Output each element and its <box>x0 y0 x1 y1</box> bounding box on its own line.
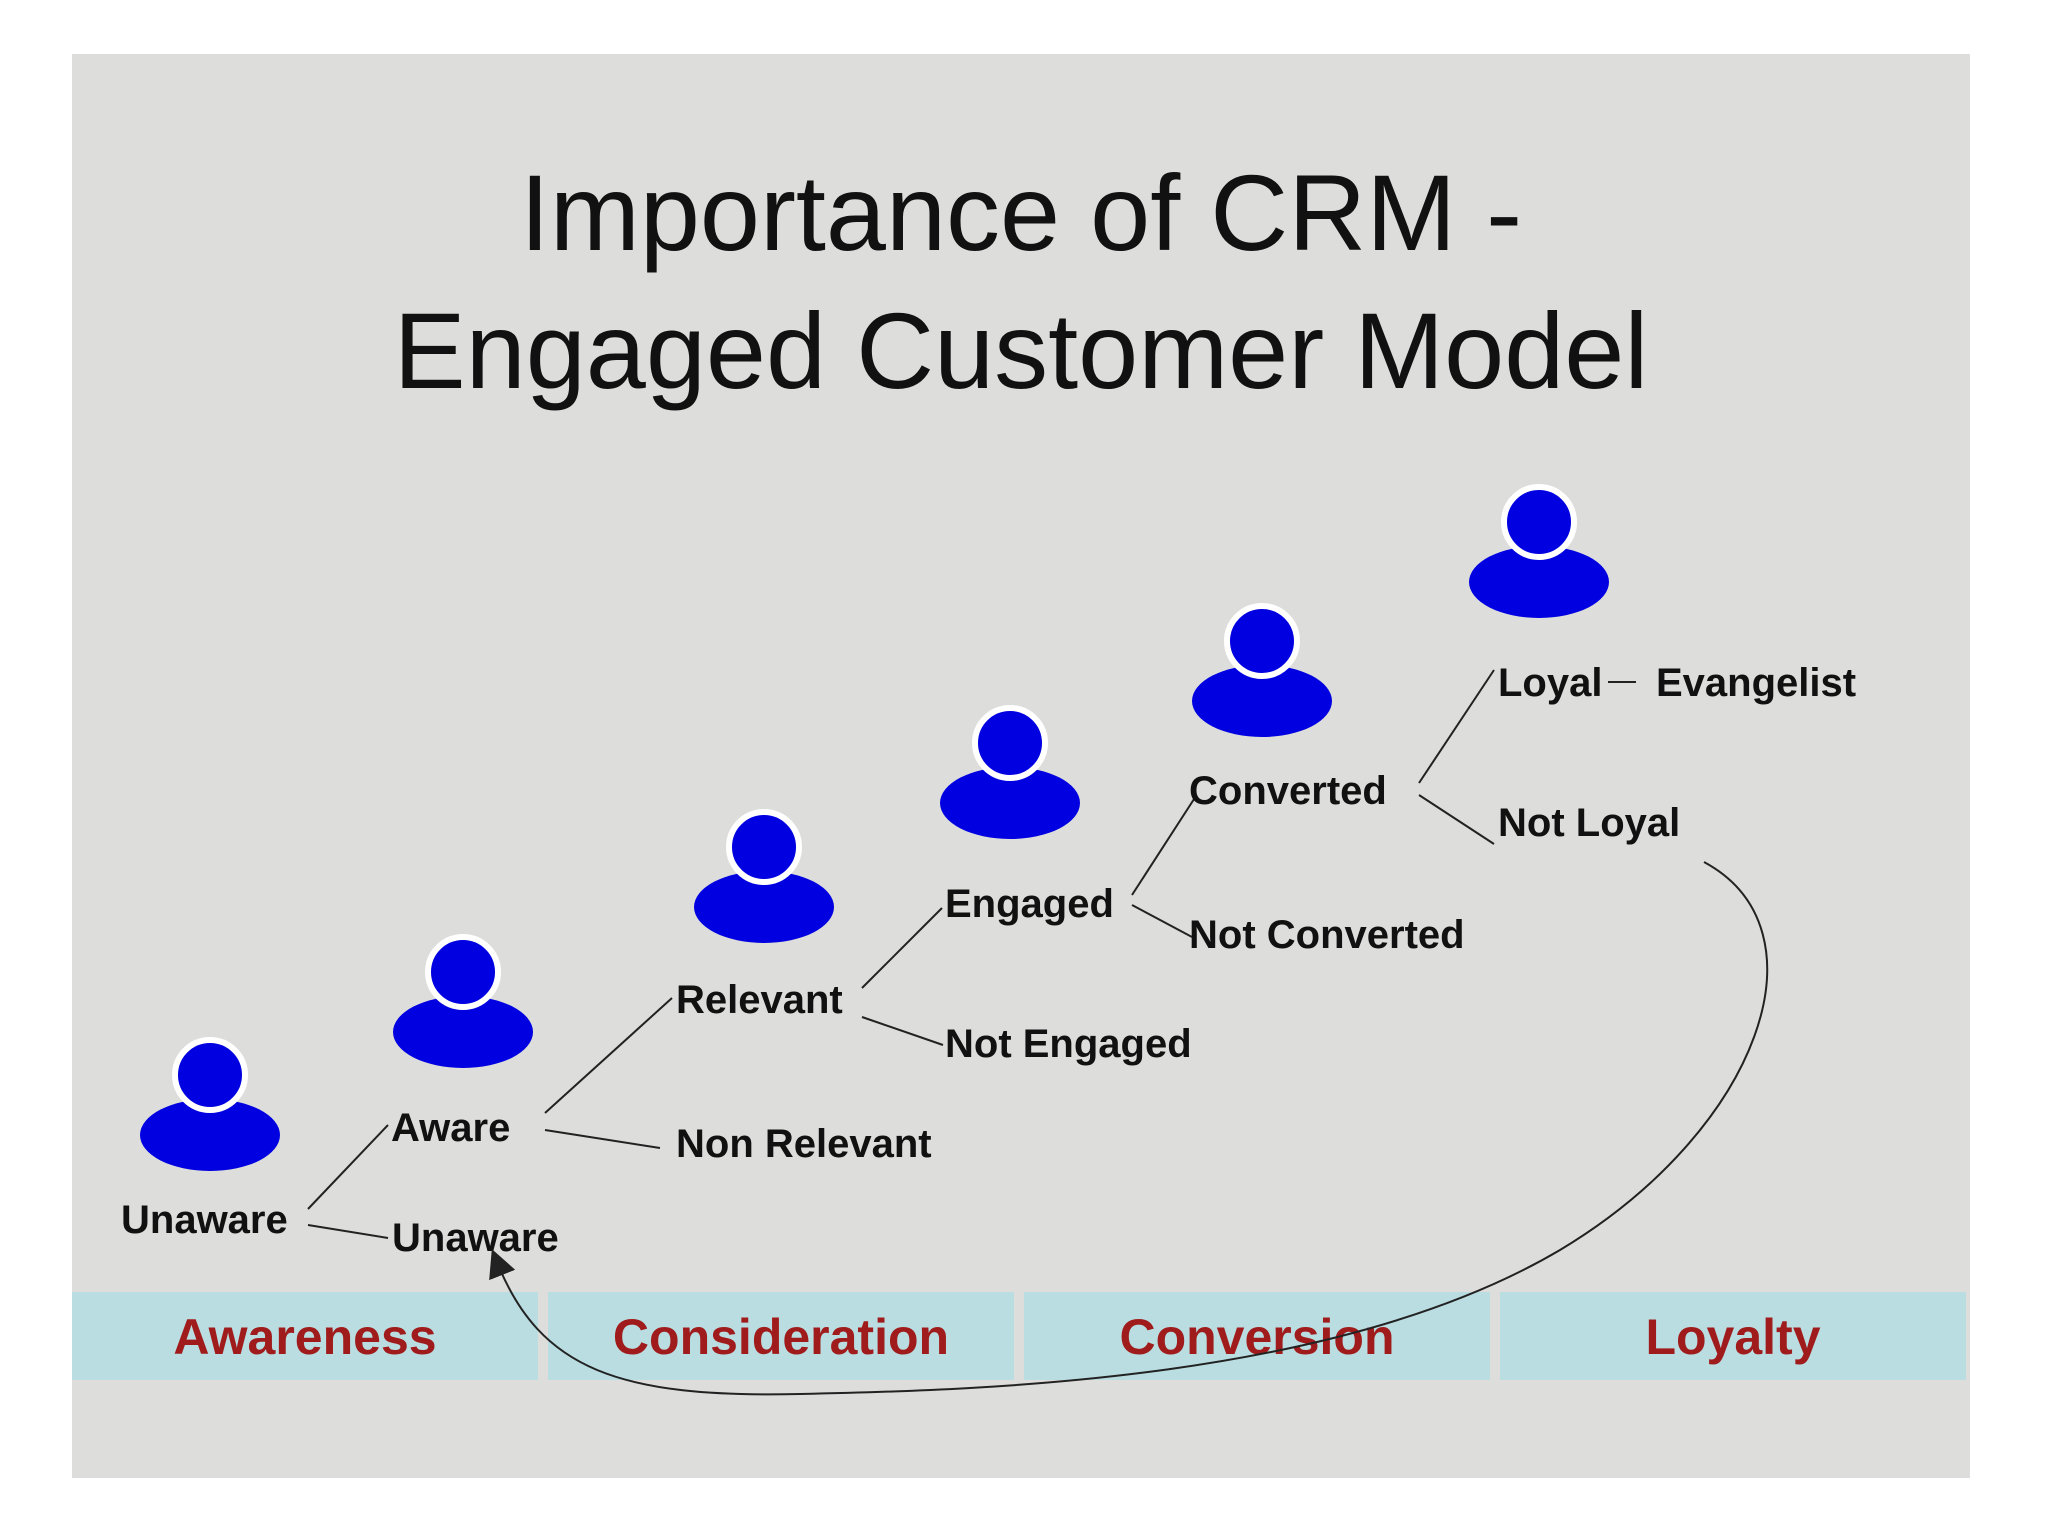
person-icon <box>940 708 1080 839</box>
stage-cell-consideration <box>548 1292 1014 1380</box>
stage-cell-awareness <box>72 1292 538 1380</box>
node-aware: Aware <box>391 1106 510 1150</box>
node-engaged: Engaged <box>945 882 1114 926</box>
node-unaware-root: Unaware <box>121 1198 288 1242</box>
person-icon <box>140 1040 280 1171</box>
connector-line <box>544 1129 661 1149</box>
person-icon <box>393 937 533 1068</box>
node-not-loyal: Not Loyal <box>1498 801 1680 845</box>
connector-line <box>1418 669 1495 784</box>
stage-consideration: Consideration <box>613 1309 949 1365</box>
node-unaware-branch: Unaware <box>392 1216 559 1260</box>
connector-line <box>307 1224 389 1239</box>
slide-title: Importance of CRM - Engaged Customer Mod… <box>72 144 1970 420</box>
feedback-loop-arrow <box>489 861 1768 1396</box>
node-non-relevant: Non Relevant <box>676 1122 932 1166</box>
connector-line <box>1131 795 1197 896</box>
connector-line <box>861 1016 944 1046</box>
stage-cell-loyalty <box>1500 1292 1966 1380</box>
node-loyal: Loyal <box>1498 661 1602 705</box>
stage-band: Awareness Consideration Conversion Loyal… <box>72 1292 1966 1380</box>
node-relevant: Relevant <box>676 978 843 1022</box>
connector-line <box>544 997 673 1114</box>
stage-awareness: Awareness <box>173 1309 436 1365</box>
title-line-1: Importance of CRM - <box>519 152 1523 273</box>
connector-line <box>1418 794 1495 845</box>
title-line-2: Engaged Customer Model <box>393 290 1649 411</box>
person-icon <box>1192 606 1332 737</box>
node-converted: Converted <box>1189 769 1387 813</box>
node-evangelist: Evangelist <box>1656 661 1856 705</box>
node-not-converted: Not Converted <box>1189 913 1465 957</box>
node-not-engaged: Not Engaged <box>945 1022 1192 1066</box>
connector-line <box>1131 904 1193 938</box>
stage-loyalty: Loyalty <box>1645 1309 1820 1365</box>
stage-conversion: Conversion <box>1119 1309 1394 1365</box>
person-icon <box>1469 487 1609 618</box>
connector-line <box>861 907 943 989</box>
connector-line <box>307 1124 389 1210</box>
stage-cell-conversion <box>1024 1292 1490 1380</box>
person-icon <box>694 812 834 943</box>
